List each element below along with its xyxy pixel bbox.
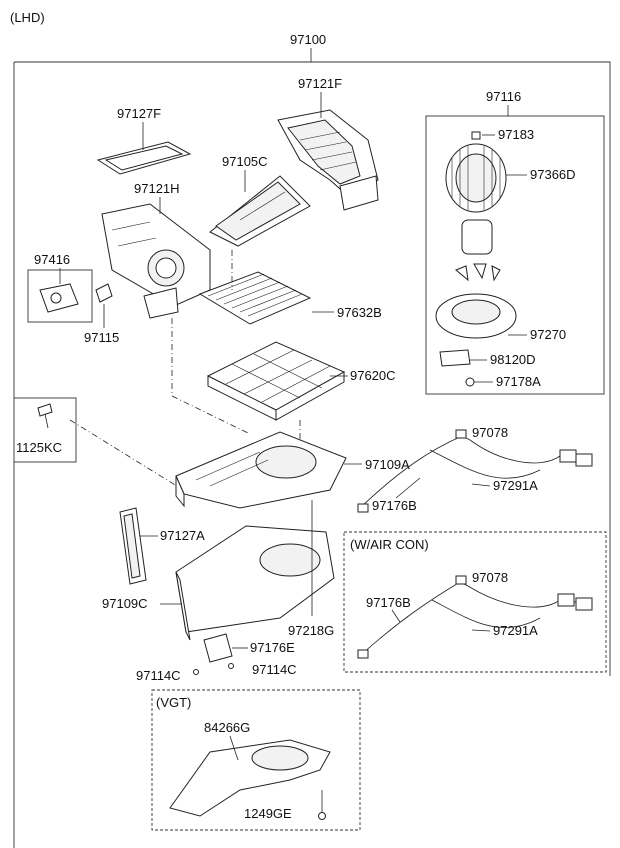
assembly-frame xyxy=(13,61,611,848)
leader-97176b-std xyxy=(395,477,421,499)
label-97078-aircon: 97078 xyxy=(472,570,508,585)
label-97178a: 97178A xyxy=(496,374,541,389)
label-97176b-std: 97176B xyxy=(372,498,417,513)
harness-standard xyxy=(357,429,593,513)
case-97121f xyxy=(277,109,379,211)
filter-97632b xyxy=(198,271,312,325)
duct-84266g xyxy=(169,739,331,817)
aircon-box xyxy=(343,531,607,673)
leader-97176b-aircon xyxy=(391,609,401,623)
actuator-97416 xyxy=(39,283,79,313)
label-97183: 97183 xyxy=(498,127,534,142)
screw-1249ge xyxy=(318,790,326,820)
label-97105c: 97105C xyxy=(222,154,268,169)
label-97078-std: 97078 xyxy=(472,425,508,440)
label-98120d: 98120D xyxy=(490,352,536,367)
label-97121f: 97121F xyxy=(298,76,342,91)
bolt-1125kc xyxy=(37,403,53,429)
bolt-box-1125kc xyxy=(13,397,77,463)
resistor-97176e xyxy=(203,633,233,663)
label-97176b-aircon: 97176B xyxy=(366,595,411,610)
label-1125kc: 1125KC xyxy=(16,440,62,455)
variant-label: (LHD) xyxy=(10,10,45,25)
blower-group-box xyxy=(425,115,605,395)
link-97115 xyxy=(95,283,113,303)
blower-parts xyxy=(435,131,517,387)
vgt-box xyxy=(151,689,361,831)
label-97620c: 97620C xyxy=(350,368,396,383)
label-97270: 97270 xyxy=(530,327,566,342)
housing-97109c xyxy=(175,525,335,641)
seal-97127a xyxy=(119,507,147,585)
leader-84266g xyxy=(229,735,239,761)
label-97127f: 97127F xyxy=(117,106,161,121)
label-97114c-right: 97114C xyxy=(252,662,297,677)
label-97218g: 97218G xyxy=(288,623,334,638)
label-97416: 97416 xyxy=(34,252,70,267)
label-97115: 97115 xyxy=(84,330,119,345)
label-97109c: 97109C xyxy=(102,596,148,611)
label-97127a: 97127A xyxy=(160,528,205,543)
label-97114c-left: 97114C xyxy=(136,668,181,683)
screw-97114c-right xyxy=(228,663,234,669)
label-97366d: 97366D xyxy=(530,167,576,182)
seal-frame-97127f xyxy=(96,141,192,175)
label-97176e: 97176E xyxy=(250,640,295,655)
leader-97291a-std xyxy=(471,483,491,487)
leader-97291a-aircon xyxy=(471,629,491,632)
label-97121h: 97121H xyxy=(134,181,180,196)
centerline-left xyxy=(171,318,251,435)
filter-cover-97620c xyxy=(206,341,346,421)
assembly-number: 97100 xyxy=(290,32,326,47)
cover-97105c xyxy=(209,175,311,247)
label-84266g: 84266G xyxy=(204,720,250,735)
blower-group-title: 97116 xyxy=(486,89,521,104)
label-97291a-aircon: 97291A xyxy=(493,623,538,638)
screw-97114c-left xyxy=(193,669,199,675)
harness-aircon xyxy=(357,575,593,659)
case-97109a xyxy=(175,431,347,509)
centerline-mid xyxy=(231,250,301,440)
aircon-title: (W/AIR CON) xyxy=(350,537,429,552)
case-97121h xyxy=(101,203,211,319)
label-1249ge: 1249GE xyxy=(244,806,292,821)
vgt-title: (VGT) xyxy=(156,695,191,710)
label-97291a-std: 97291A xyxy=(493,478,538,493)
centerline-bolt xyxy=(69,419,181,489)
label-97632b: 97632B xyxy=(337,305,382,320)
label-97109a: 97109A xyxy=(365,457,410,472)
